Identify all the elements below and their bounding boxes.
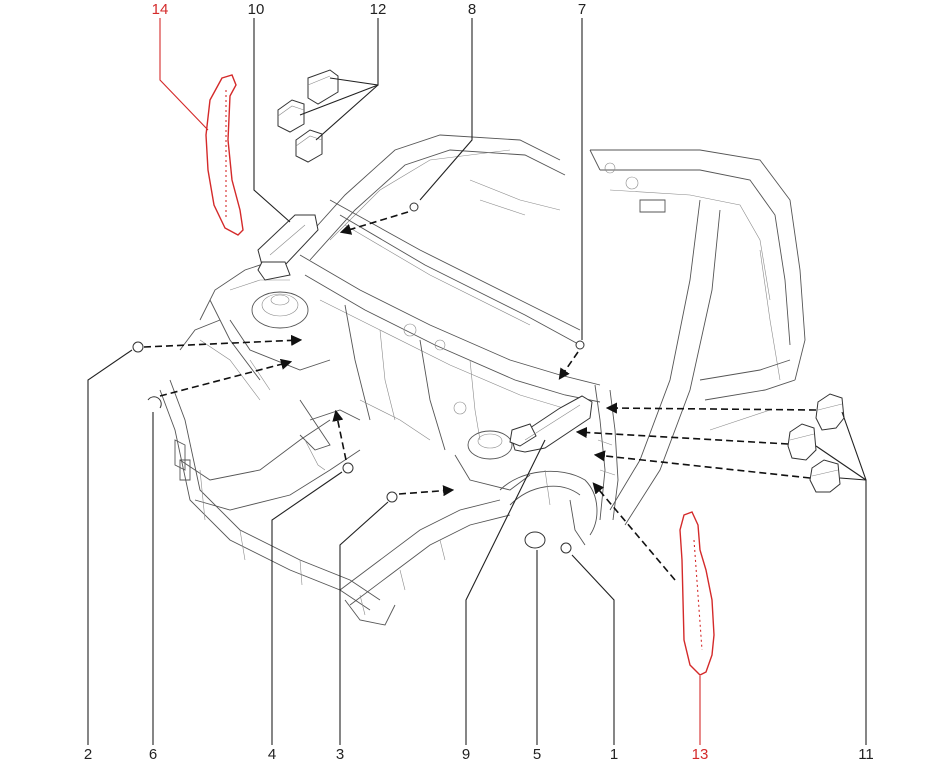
part-2-plug (132, 341, 144, 353)
callout-13: 13 (692, 746, 709, 763)
leader-lines (87, 18, 867, 745)
callout-3: 3 (336, 746, 344, 763)
callout-7: 7 (578, 1, 586, 18)
part-13-foam-insert (679, 511, 715, 676)
part-5-grommet (524, 531, 546, 549)
part-8-clip (409, 202, 419, 212)
callout-4: 4 (268, 746, 276, 763)
callout-11: 11 (858, 746, 874, 763)
callout-12: 12 (370, 1, 387, 18)
part-3-clip (386, 491, 398, 503)
part-1-clip (560, 542, 572, 554)
part-6-grommet (147, 396, 162, 409)
callout-1: 1 (610, 746, 618, 763)
callout-14: 14 (152, 1, 169, 18)
callout-2: 2 (84, 746, 92, 763)
part-10-block (257, 214, 319, 281)
part-9-bracket (509, 395, 593, 453)
callout-6: 6 (149, 746, 157, 763)
part-4-plug (342, 462, 354, 474)
fasteners (132, 202, 585, 554)
vehicle-front-structure (159, 134, 806, 626)
callout-5: 5 (533, 746, 541, 763)
callout-10: 10 (248, 1, 265, 18)
callout-8: 8 (468, 1, 476, 18)
callout-labels: 14 10 12 8 7 2 6 4 3 9 5 1 13 11 (84, 1, 874, 763)
assembly-arrows (143, 211, 817, 581)
part-7-clip (575, 340, 585, 350)
part-14-foam-insert (205, 74, 244, 236)
part-12-blocks (277, 69, 339, 163)
callout-9: 9 (462, 746, 470, 763)
part-11-blocks (787, 393, 845, 493)
